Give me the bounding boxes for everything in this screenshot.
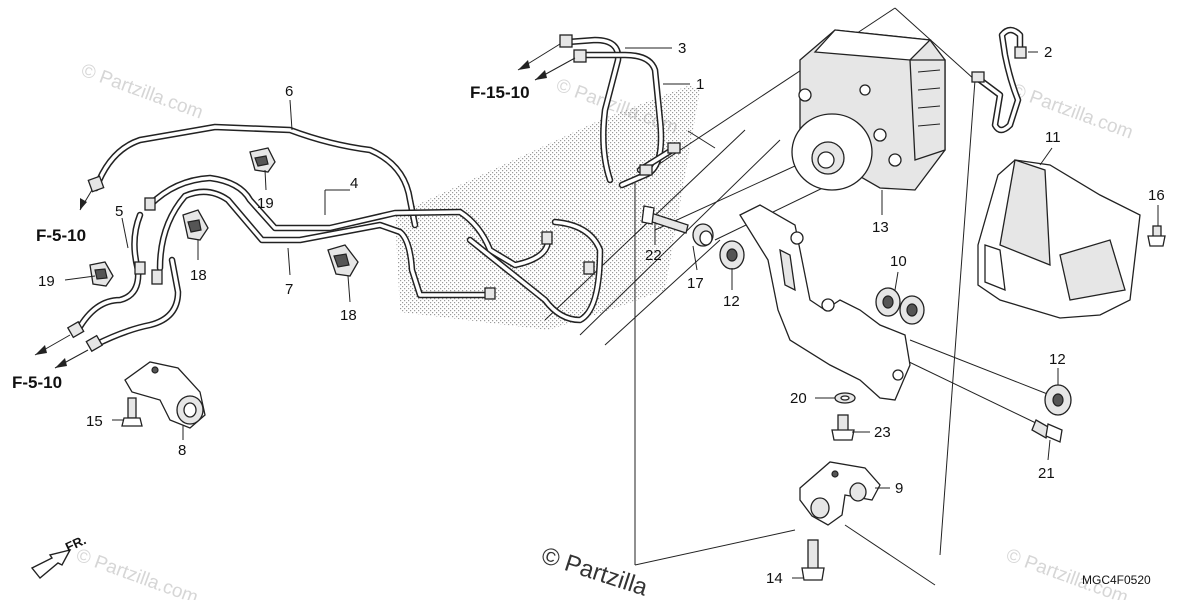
callout-8: 8 [178, 442, 186, 459]
callout-3: 3 [678, 40, 686, 57]
callout-23: 23 [874, 424, 891, 441]
callout-15: 15 [86, 413, 103, 430]
callout-13: 13 [872, 219, 889, 236]
callout-20: 20 [790, 390, 807, 407]
bolt-22 [641, 205, 689, 234]
callout-16: 16 [1148, 187, 1165, 204]
watermark: © Partzilla.com [73, 545, 200, 600]
brake-pipes [74, 26, 1024, 349]
ref-label-f-15-10: F-15-10 [470, 83, 530, 102]
joint-9 [799, 461, 881, 526]
callout-19-left: 19 [38, 273, 55, 290]
grommet-12-lower [1044, 384, 1072, 416]
callout-5: 5 [115, 203, 123, 220]
pipe-fittings [66, 34, 1027, 353]
callout-4: 4 [350, 175, 358, 192]
callout-1: 1 [696, 76, 704, 93]
bolt-21 [1031, 419, 1063, 443]
reference-labels: F-15-10 F-5-10 F-5-10 [12, 83, 530, 392]
grommet-12-upper [719, 240, 745, 270]
bolt-14 [801, 539, 825, 581]
callout-19-top: 19 [257, 195, 274, 212]
diagram-code: MGC4F0520 [1082, 573, 1151, 587]
ref-label-f-5-10-upper: F-5-10 [36, 226, 86, 245]
callout-leaders [64, 47, 1159, 579]
callout-6: 6 [285, 83, 293, 100]
joint-8 [124, 361, 206, 429]
shaded-area [395, 85, 700, 330]
mount-bracket [739, 204, 911, 401]
callout-2: 2 [1044, 44, 1052, 61]
abs-modulator-13 [791, 29, 946, 191]
callout-14: 14 [766, 570, 783, 587]
callout-7: 7 [285, 281, 293, 298]
callout-12-upper: 12 [723, 293, 740, 310]
bolt-23 [831, 414, 855, 441]
callout-labels: 1 2 3 4 5 6 7 8 9 10 11 12 12 13 14 15 1… [38, 40, 1165, 587]
ref-label-f-5-10-lower: F-5-10 [12, 373, 62, 392]
callout-18-left: 18 [190, 267, 207, 284]
reference-arrows [34, 43, 576, 369]
washer-20 [834, 392, 856, 404]
callout-21: 21 [1038, 465, 1055, 482]
bolt-15 [121, 397, 143, 427]
watermark-bottom: © Partzilla [538, 542, 651, 600]
callout-18-right: 18 [340, 307, 357, 324]
pipe-clamps [89, 147, 359, 287]
callout-10: 10 [890, 253, 907, 270]
collar-17 [692, 223, 714, 247]
screw-16 [1147, 225, 1166, 247]
watermark: © Partzilla.com [78, 60, 205, 124]
callout-12-lower: 12 [1049, 351, 1066, 368]
cover-11 [977, 159, 1141, 319]
grommet-10 [875, 287, 925, 325]
callout-9: 9 [895, 480, 903, 497]
watermark: © Partzilla.com [1008, 80, 1135, 144]
callout-17: 17 [687, 275, 704, 292]
callout-22: 22 [645, 247, 662, 264]
callout-11: 11 [1045, 129, 1061, 146]
